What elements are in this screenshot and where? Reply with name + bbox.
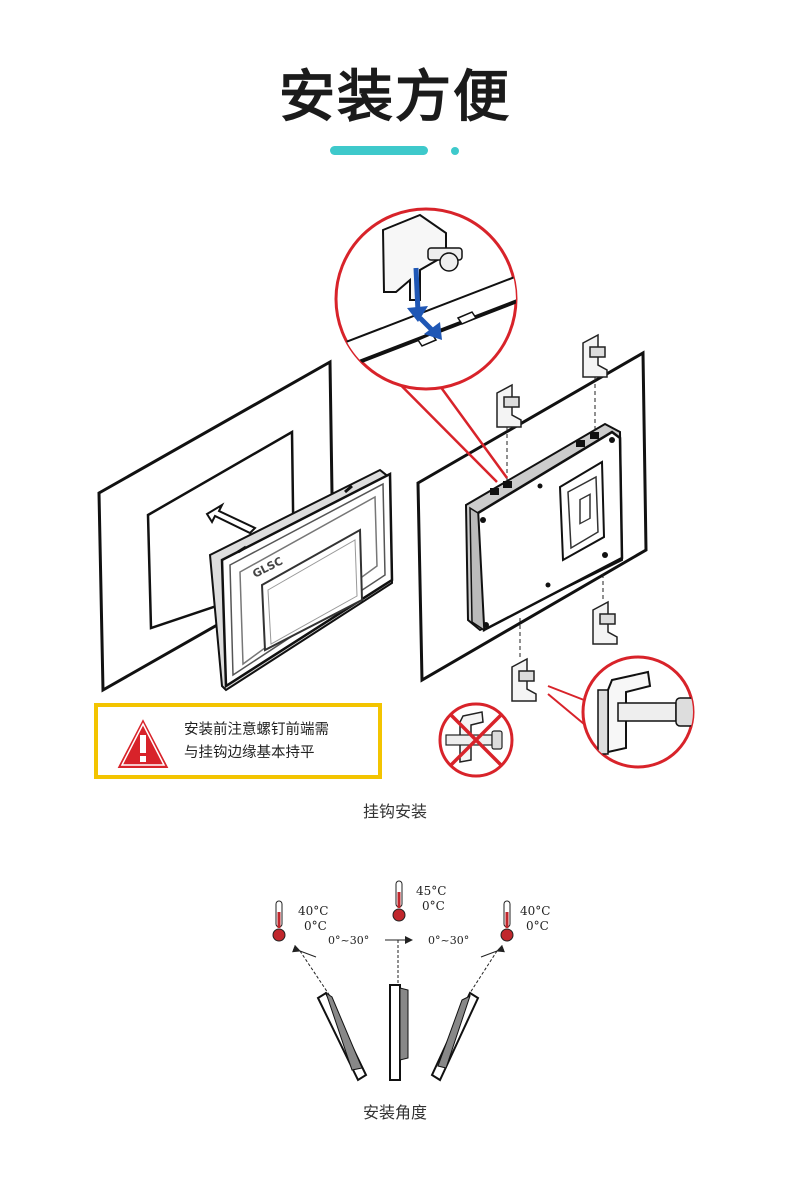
thermometer-icon bbox=[272, 900, 286, 942]
left-angle-range: 0°~30° bbox=[328, 934, 370, 947]
page-title: 安装方便 bbox=[279, 65, 511, 130]
right-temperature-range: 40°C 0°C bbox=[520, 904, 550, 934]
left-temperature-range: 40°C 0°C bbox=[298, 904, 328, 934]
thermometer-icon bbox=[392, 880, 406, 922]
center-temp-min: 0°C bbox=[422, 899, 445, 913]
hook-installation-caption: 挂钩安装 bbox=[362, 802, 427, 821]
warning-line-2: 与挂钩边缘基本持平 bbox=[184, 745, 315, 761]
hmi-device-front: GLSC bbox=[208, 468, 394, 692]
angle-caption: 安装角度 bbox=[362, 1103, 427, 1122]
zoom-callout-top bbox=[334, 207, 518, 483]
right-angle-range: 0°~30° bbox=[428, 934, 470, 947]
title-accent-dot bbox=[451, 147, 459, 155]
hook-guide-lines bbox=[506, 377, 604, 660]
warning-triangle-icon bbox=[114, 715, 172, 770]
warning-line-1: 安装前注意螺钉前端需 bbox=[184, 722, 329, 738]
left-temp-max: 40°C bbox=[298, 904, 329, 918]
hook-detail-callout bbox=[547, 655, 695, 769]
hmi-device-back bbox=[464, 422, 624, 633]
angle-diagram bbox=[272, 880, 514, 1082]
right-temp-max: 40°C bbox=[520, 904, 551, 918]
left-temp-min: 0°C bbox=[304, 919, 327, 933]
warning-text: 安装前注意螺钉前端需 与挂钩边缘基本持平 bbox=[184, 719, 329, 765]
title-accent-bar bbox=[330, 146, 428, 155]
incorrect-installation-icon bbox=[438, 702, 514, 778]
thermometer-icon bbox=[500, 900, 514, 942]
mounting-hooks bbox=[496, 333, 618, 702]
center-temperature-range: 45°C 0°C bbox=[416, 884, 446, 914]
center-temp-max: 45°C bbox=[416, 884, 447, 898]
right-temp-min: 0°C bbox=[526, 919, 549, 933]
warning-box: 安装前注意螺钉前端需 与挂钩边缘基本持平 bbox=[94, 703, 382, 779]
